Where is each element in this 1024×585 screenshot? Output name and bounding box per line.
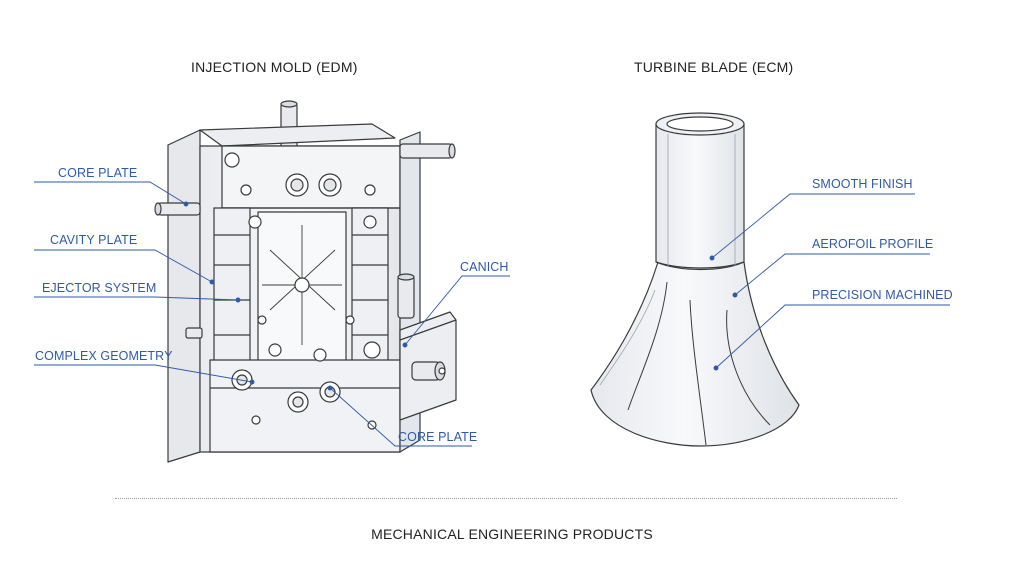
- injection-mold-drawing: [154, 100, 457, 463]
- label-complex-geometry: COMPLEX GEOMETRY: [35, 349, 173, 363]
- label-core-plate-top: CORE PLATE: [58, 166, 138, 180]
- label-core-plate-bottom: CORE PLATE: [398, 430, 478, 444]
- leader-canich: [404, 275, 510, 346]
- label-ejector-system: EJECTOR SYSTEM: [42, 281, 157, 295]
- leader-precision-machined: [715, 304, 950, 369]
- leader-core-plate-top: [34, 181, 187, 205]
- leader-core-plate-bottom: [329, 387, 472, 447]
- leader-ejector-system: [34, 296, 239, 301]
- label-aerofoil-profile: AEROFOIL PROFILE: [812, 237, 934, 251]
- leader-complex-geometry: [34, 364, 253, 383]
- leader-smooth-finish: [711, 193, 915, 259]
- label-precision-machined: PRECISION MACHINED: [812, 288, 953, 302]
- mold-title: INJECTION MOLD (EDM): [191, 59, 358, 75]
- leader-cavity-plate: [34, 249, 213, 283]
- footer-caption: MECHANICAL ENGINEERING PRODUCTS: [371, 526, 653, 542]
- footer-divider: [115, 498, 897, 499]
- turbine-blade-drawing: [590, 112, 800, 447]
- leader-aerofoil-profile: [734, 253, 930, 296]
- label-canich: CANICH: [460, 260, 509, 274]
- turbine-title: TURBINE BLADE (ECM): [634, 59, 794, 75]
- callout-leaders: [34, 181, 950, 447]
- label-cavity-plate: CAVITY PLATE: [50, 233, 138, 247]
- label-smooth-finish: SMOOTH FINISH: [812, 177, 913, 191]
